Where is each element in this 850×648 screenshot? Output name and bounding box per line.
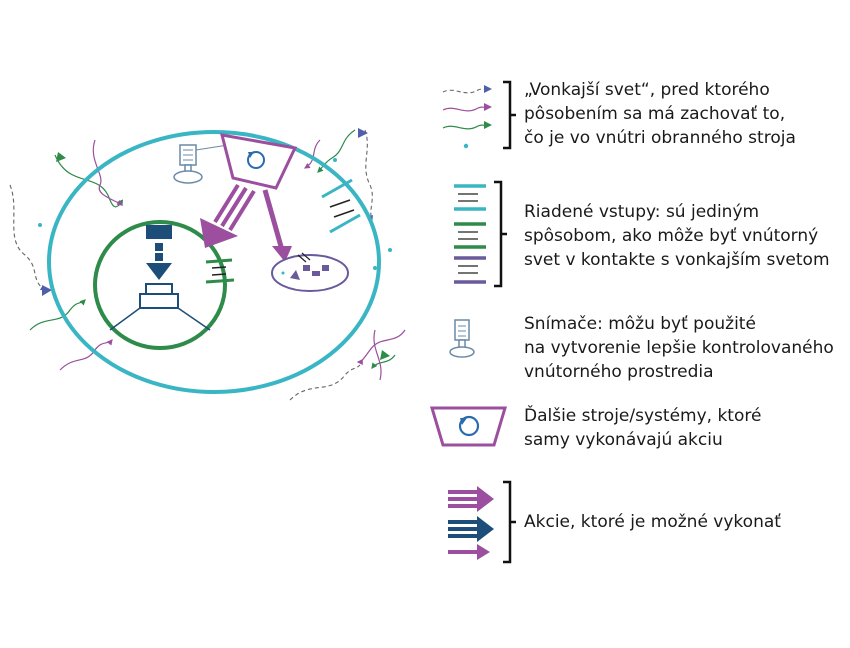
controlled-input-icon bbox=[321, 178, 361, 234]
legend-line: Riadené vstupy: sú jediným bbox=[524, 202, 760, 222]
legend-actions-text: Akcie, ktoré je možné vykonať bbox=[524, 510, 781, 534]
defense-machine-boundary bbox=[47, 130, 381, 394]
legend-sensors-text: Snímače: môžu byť použité na vytvorenie … bbox=[524, 312, 834, 384]
outside-signal-head bbox=[358, 128, 368, 138]
legend-line: na vytvorenie lepšie kontrolovaného bbox=[524, 338, 834, 358]
outside-signal bbox=[373, 329, 382, 381]
outside-dot bbox=[333, 158, 337, 162]
outside-world-signals bbox=[9, 128, 406, 401]
outside-signal bbox=[317, 129, 356, 173]
legend-controlled-inputs-text: Riadené vstupy: sú jediným spôsobom, ako… bbox=[524, 200, 830, 272]
actuator-icon bbox=[109, 225, 211, 331]
action-arrow-icon bbox=[200, 183, 256, 248]
outside-signal bbox=[92, 139, 123, 206]
legend-actions-icon bbox=[448, 480, 516, 564]
outside-signal bbox=[371, 354, 396, 369]
legend-line: vnútorného prostredia bbox=[524, 362, 714, 382]
outside-signal bbox=[9, 184, 46, 291]
legend-line: pôsobením sa má zachovať to, bbox=[524, 104, 786, 124]
sensor-icon bbox=[173, 144, 229, 184]
outside-signal bbox=[289, 364, 361, 401]
legend-line: Ďalšie stroje/systémy, ktoré bbox=[524, 406, 762, 426]
legend-line: samy vykonávajú akciu bbox=[524, 430, 723, 450]
outside-dot bbox=[388, 248, 392, 252]
legend-sensor-icon bbox=[449, 319, 475, 358]
legend-line: svet v kontakte s vonkajším svetom bbox=[524, 250, 830, 270]
legend-machine-icon bbox=[429, 406, 508, 447]
legend-controlled-inputs-icon bbox=[454, 180, 507, 288]
outside-signal-head bbox=[42, 285, 52, 296]
controlled-input-icon bbox=[205, 258, 235, 284]
outside-signal bbox=[356, 329, 406, 365]
machine-cycle-icon bbox=[219, 133, 298, 190]
outside-dot bbox=[38, 223, 42, 227]
legend-line: Snímače: môžu byť použité bbox=[524, 314, 756, 334]
outside-signal bbox=[364, 129, 373, 222]
outside-signal-head bbox=[380, 350, 390, 360]
action-arrow-icon bbox=[262, 189, 292, 262]
outside-dot bbox=[373, 266, 377, 270]
legend-line: „Vonkajší svet“, pred ktorého bbox=[524, 80, 770, 100]
legend-other-machines-text: Ďalšie stroje/systémy, ktoré samy vykoná… bbox=[524, 404, 761, 452]
outside-signal-head bbox=[56, 152, 66, 162]
legend-outside-world-text: „Vonkajší svet“, pred ktorého pôsobením … bbox=[524, 78, 796, 150]
inner-world-circle bbox=[93, 220, 227, 350]
legend-outside-world-icon bbox=[442, 80, 516, 150]
subsystem-icon bbox=[271, 252, 349, 292]
legend-line: čo je vo vnútri obranného stroja bbox=[524, 128, 796, 148]
outside-signal bbox=[29, 299, 86, 331]
legend-line: spôsobom, ako môže byť vnútorný bbox=[524, 226, 819, 246]
legend-line: Akcie, ktoré je možné vykonať bbox=[524, 512, 781, 532]
outside-signal bbox=[303, 139, 321, 169]
